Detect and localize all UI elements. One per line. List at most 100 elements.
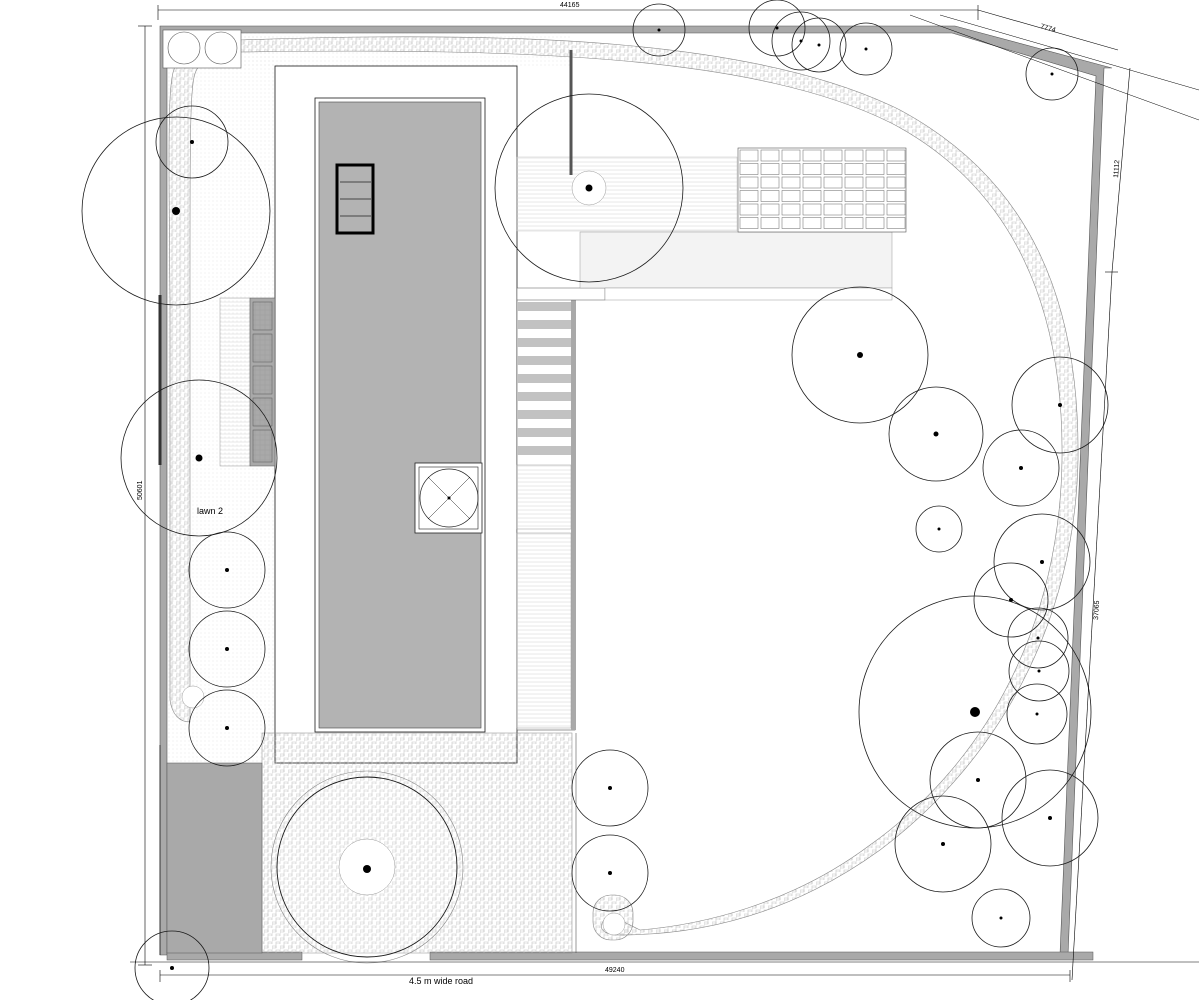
pergola-cell (781, 190, 801, 202)
pergola-cell (823, 190, 843, 202)
tree-trunk (225, 647, 229, 651)
tree-canopy (81, 116, 271, 306)
deck-slat (517, 428, 571, 437)
trees (81, 0, 1109, 1000)
tree-trunk (1040, 560, 1044, 564)
tree-canopy (1011, 356, 1109, 454)
tree-canopy (155, 105, 229, 179)
pergola-cell (844, 217, 864, 229)
tree-trunk (941, 842, 945, 846)
tree-trunk (363, 865, 371, 873)
deck-slat (517, 392, 571, 401)
pergola-cell (865, 190, 885, 202)
pergola-cell (760, 176, 780, 189)
tree-canopy (915, 505, 963, 553)
pergola-cell (802, 163, 822, 175)
pergola-cell (802, 190, 822, 202)
tree-canopy (929, 731, 1027, 829)
tree-trunk (937, 527, 941, 531)
tree-trunk (608, 871, 612, 875)
pergola-cell (739, 217, 759, 229)
tree-canopy (1006, 683, 1068, 745)
dim-right-lower: 37065 (1093, 600, 1101, 620)
tree-canopy (888, 386, 984, 482)
pergola-cell (865, 149, 885, 162)
pergola-cell (781, 203, 801, 216)
pergola-cell (886, 176, 906, 189)
pergola-cell (739, 163, 759, 175)
pergola-cell (760, 217, 780, 229)
tree-canopy (993, 513, 1091, 611)
utility-circles (162, 29, 626, 936)
tree-trunk (775, 26, 779, 30)
tree-canopy (188, 689, 266, 767)
tree-trunk (170, 966, 174, 970)
tree-trunk (1037, 669, 1041, 673)
pergola-cell (844, 190, 864, 202)
dim-left: 50601 (137, 480, 144, 500)
pergola-cell (844, 176, 864, 189)
tree-trunk (970, 707, 980, 717)
pergola-cell (886, 149, 906, 162)
pergola-cell (760, 149, 780, 162)
pergola-cell (865, 163, 885, 175)
tree-trunk (1058, 403, 1062, 407)
tree-trunk (225, 568, 229, 572)
tree-trunk (864, 47, 868, 51)
tree-trunk (225, 726, 229, 730)
pergola-cell (760, 163, 780, 175)
tree-trunk (976, 778, 980, 782)
pergola-cell (865, 217, 885, 229)
road-label: 4.5 m wide road (409, 976, 473, 986)
pergola-cell (844, 203, 864, 216)
pergola-cell (823, 203, 843, 216)
dimension-lines (130, 5, 1199, 982)
pergola-grid (737, 147, 907, 233)
upper-terrace (516, 50, 907, 301)
lawn-label: lawn 2 (197, 506, 223, 516)
pergola-cell (781, 217, 801, 229)
pergola-cell (739, 176, 759, 189)
tree-trunk (799, 39, 803, 43)
deck-slats (517, 302, 571, 455)
pergola-cell (802, 149, 822, 162)
tree-canopy (188, 531, 266, 609)
pergola-cell (823, 176, 843, 189)
pergola-cell (802, 203, 822, 216)
pergola-cell (823, 149, 843, 162)
tree-trunk (1048, 816, 1052, 820)
tree-canopy (748, 0, 806, 57)
pergola-cell (844, 149, 864, 162)
boundary-walls (158, 25, 1113, 961)
pergola-cell (781, 176, 801, 189)
tree-canopy (791, 17, 847, 73)
tree-canopy (188, 610, 266, 688)
pool-feature (414, 462, 483, 534)
tree-trunk (1019, 466, 1023, 470)
dim-top-right: 7774 (1039, 23, 1056, 34)
pergola-cell (760, 190, 780, 202)
pergola-cell (865, 203, 885, 216)
pergola-cell (781, 163, 801, 175)
pergola-cell (739, 190, 759, 202)
tree-canopy (973, 562, 1049, 638)
deck-slat (517, 374, 571, 383)
tree-trunk (585, 184, 593, 192)
deck-slat (517, 356, 571, 365)
tree-trunk (1050, 72, 1054, 76)
pergola-cell (865, 176, 885, 189)
tree-canopy (791, 286, 929, 424)
tree-canopy (134, 930, 210, 1000)
tree-canopy (1007, 607, 1069, 669)
pergola-cell (781, 149, 801, 162)
tree-canopy (120, 379, 278, 537)
tree-trunk (190, 140, 194, 144)
pergola-cell (760, 203, 780, 216)
pergola-cell (886, 217, 906, 229)
deck-slat (517, 410, 571, 419)
pergola-cell (802, 176, 822, 189)
pergola-cell (886, 203, 906, 216)
tree-trunk (172, 207, 180, 215)
tree-canopy (1008, 640, 1070, 702)
